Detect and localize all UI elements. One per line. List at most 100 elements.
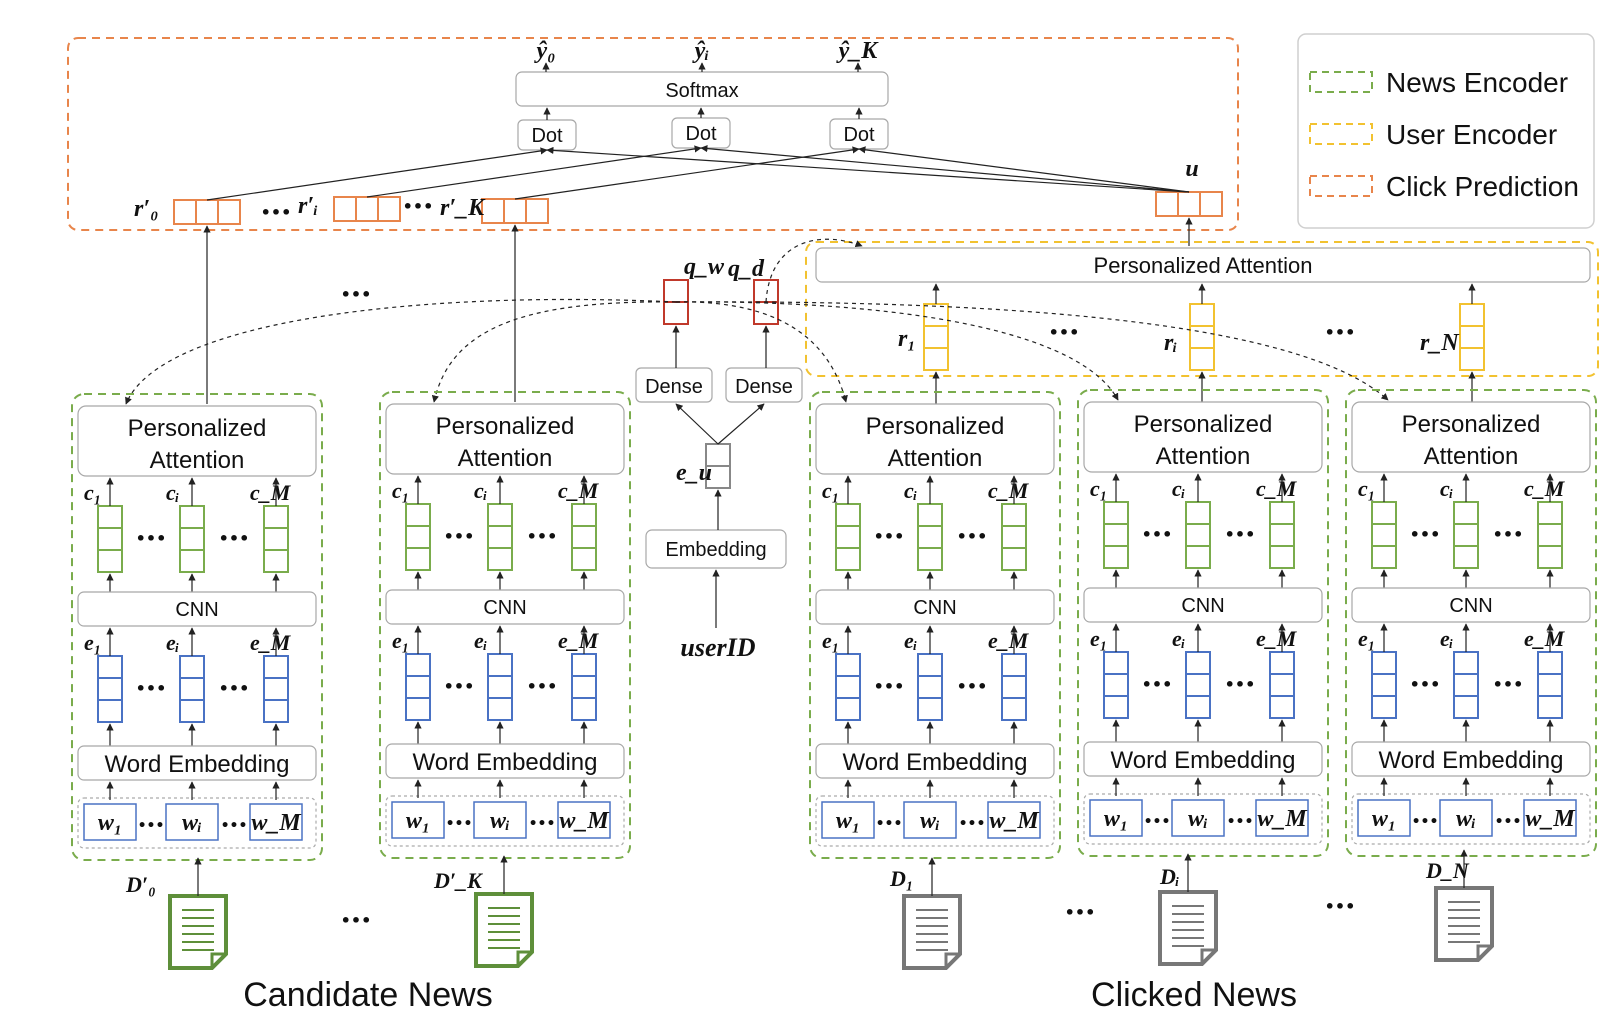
embedding-box [645, 529, 787, 569]
document-icon: D_N [1425, 849, 1494, 962]
e-vector [1103, 651, 1129, 719]
c-label: c₁ [1090, 476, 1107, 501]
dot-label-K: Dot [843, 124, 875, 146]
personalized-attention-label: Attention [1156, 443, 1251, 470]
e-label: e_M [558, 628, 600, 653]
personalized-attention-label: Attention [458, 445, 553, 472]
cnn-box [77, 591, 317, 627]
e-vector [1371, 651, 1397, 719]
word-embedding-label: Word Embedding [1111, 747, 1296, 774]
personalized-attention-label: Attention [888, 445, 983, 472]
softmax-label: Softmax [665, 80, 738, 102]
personalized-attention-box [385, 403, 625, 475]
cnn-box [1351, 587, 1591, 623]
word-box [83, 803, 137, 841]
personalized-attention-label: Personalized [128, 415, 267, 442]
cnn-label: CNN [1449, 595, 1492, 617]
word-box [391, 801, 445, 839]
caption-clicked-news: Clicked News [1091, 976, 1297, 1014]
word-box [1171, 799, 1225, 837]
word-box [473, 801, 527, 839]
e-label: e_M [250, 630, 292, 655]
c-vector [835, 503, 861, 571]
c-label: c_M [988, 478, 1030, 503]
word-box [1523, 799, 1577, 837]
e-label: e_M [1524, 626, 1566, 651]
word-box [821, 801, 875, 839]
c-label: cᵢ [1172, 476, 1186, 501]
word-label: w₁ [98, 810, 122, 836]
ellipsis: ••• [341, 911, 372, 930]
c-vector [179, 505, 205, 573]
ellipsis: ••• [876, 816, 903, 832]
c-vector [1269, 501, 1295, 569]
dense-box-w [635, 367, 713, 403]
c-label: cᵢ [1440, 476, 1454, 501]
e-vector [405, 653, 431, 721]
ellipsis: ••• [446, 816, 473, 832]
word-label: w₁ [1104, 806, 1128, 832]
e-vector [1185, 651, 1211, 719]
caption-candidate-news: Candidate News [243, 976, 492, 1014]
document-label: D_N [1425, 858, 1470, 883]
qw-label: q_w [684, 254, 725, 280]
cnn-label: CNN [175, 599, 218, 621]
ellipsis: ••• [1225, 525, 1256, 544]
personalized-attention-label: Personalized [1402, 411, 1541, 438]
ellipsis: ••• [444, 527, 475, 546]
personalized-attention-box [77, 405, 317, 477]
word-label: w_M [989, 808, 1040, 834]
c-vector [1001, 503, 1027, 571]
c-vector [917, 503, 943, 571]
ellipsis: ••• [959, 816, 986, 832]
dense-box-d [725, 367, 803, 403]
document-label: D₁ [889, 866, 914, 891]
ellipsis: ••• [219, 679, 250, 698]
c-vector [1537, 501, 1563, 569]
c-label: c_M [558, 478, 600, 503]
ellipsis: ••• [1412, 814, 1439, 830]
e-vector [263, 655, 289, 723]
u-label: u [1185, 156, 1198, 182]
c-label: cᵢ [474, 478, 488, 503]
ellipsis: ••• [403, 197, 434, 216]
ellipsis: ••• [1065, 903, 1096, 922]
word-label: w₁ [1372, 806, 1396, 832]
e-label: eᵢ [904, 628, 918, 653]
personalized-attention-box [1083, 401, 1323, 473]
ellipsis: ••• [957, 527, 988, 546]
c-label: cᵢ [166, 480, 180, 505]
cnn-label: CNN [913, 597, 956, 619]
word-box [1439, 799, 1493, 837]
document-icon: D′₀ [125, 857, 228, 970]
word-embedding-box [1083, 741, 1323, 777]
word-embedding-label: Word Embedding [1379, 747, 1564, 774]
e-vector [571, 653, 597, 721]
personalized-attention-box [815, 403, 1055, 475]
word-box [165, 803, 219, 841]
e-vector [487, 653, 513, 721]
word-label: wᵢ [490, 808, 510, 834]
click-prediction-region [67, 37, 1239, 231]
document-label: Dᵢ [1159, 864, 1180, 889]
embedding-label: Embedding [665, 539, 766, 561]
rK-vector [481, 198, 549, 224]
e-vector [1537, 651, 1563, 719]
word-embedding-box [77, 745, 317, 781]
word-label: wᵢ [182, 810, 202, 836]
ellipsis: ••• [1144, 814, 1171, 830]
r1-vector [923, 303, 949, 371]
word-box [1357, 799, 1411, 837]
word-label: w₁ [406, 808, 430, 834]
ellipsis: ••• [136, 529, 167, 548]
r0-label: r′₀ [134, 196, 158, 222]
e-label: e₁ [392, 628, 409, 653]
ellipsis: ••• [874, 677, 905, 696]
word-label: wᵢ [1456, 806, 1476, 832]
